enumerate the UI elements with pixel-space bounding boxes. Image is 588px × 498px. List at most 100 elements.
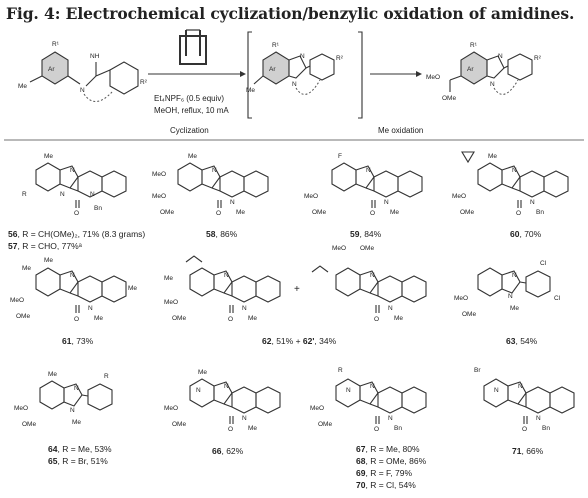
- svg-text:O: O: [216, 210, 221, 217]
- svg-text:Me: Me: [236, 209, 245, 216]
- svg-text:Me: Me: [248, 315, 257, 322]
- conditions-line1: Et₄NPF₆ (0.5 equiv): [154, 94, 225, 103]
- svg-text:N: N: [508, 293, 513, 300]
- svg-text:Cl: Cl: [540, 260, 547, 267]
- svg-text:Cl: Cl: [554, 295, 561, 302]
- svg-text:N: N: [74, 385, 79, 392]
- svg-text:OMe: OMe: [360, 245, 374, 252]
- svg-text:OMe: OMe: [22, 421, 36, 428]
- svg-text:N: N: [70, 272, 75, 279]
- atom-n: N: [80, 87, 85, 94]
- svg-text:N: N: [300, 53, 305, 60]
- svg-text:MeO: MeO: [310, 405, 324, 412]
- svg-text:N: N: [388, 415, 393, 422]
- svg-text:Me: Me: [390, 209, 399, 216]
- svg-text:R¹: R¹: [272, 42, 280, 49]
- svg-text:Br: Br: [474, 367, 481, 374]
- svg-text:O: O: [74, 210, 79, 217]
- svg-text:OMe: OMe: [462, 311, 476, 318]
- label-64: 64, R = Me, 53%: [48, 444, 112, 454]
- svg-text:O: O: [228, 316, 233, 323]
- substrate-structure: Ar R¹ Me N NH R²: [18, 41, 148, 102]
- svg-text:Bn: Bn: [94, 205, 102, 212]
- svg-text:Me: Me: [198, 369, 207, 376]
- svg-text:N: N: [366, 167, 371, 174]
- svg-text:Me: Me: [510, 305, 519, 312]
- svg-text:Me: Me: [48, 371, 57, 378]
- svg-text:N: N: [60, 191, 65, 198]
- label-65: 65, R = Br, 51%: [48, 456, 108, 466]
- svg-text:OMe: OMe: [160, 209, 174, 216]
- svg-text:R: R: [104, 373, 109, 380]
- svg-text:O: O: [370, 210, 375, 217]
- svg-text:Me: Me: [22, 265, 31, 272]
- structure-61: Me Me MeO OMe N N O Me Me: [10, 257, 137, 323]
- svg-text:O: O: [228, 426, 233, 433]
- atom-nh: NH: [90, 53, 100, 60]
- atom-me: Me: [18, 83, 27, 90]
- svg-text:MeO: MeO: [454, 295, 468, 302]
- svg-text:Me: Me: [246, 87, 255, 94]
- svg-text:Ar: Ar: [467, 66, 474, 73]
- svg-text:N: N: [518, 383, 523, 390]
- svg-text:N: N: [370, 383, 375, 390]
- svg-text:O: O: [374, 316, 379, 323]
- svg-text:R: R: [338, 367, 343, 374]
- svg-text:Me: Me: [128, 285, 137, 292]
- atom-r1: R¹: [52, 41, 60, 48]
- svg-text:N: N: [530, 199, 535, 206]
- svg-text:OMe: OMe: [172, 315, 186, 322]
- label-62: 62, 51% + 62', 34%: [262, 336, 337, 346]
- svg-text:MeO: MeO: [452, 193, 466, 200]
- svg-text:Me: Me: [164, 275, 173, 282]
- svg-text:MeO: MeO: [332, 245, 346, 252]
- svg-text:N: N: [498, 53, 503, 60]
- label-60: 60, 70%: [510, 229, 542, 239]
- svg-text:N: N: [70, 167, 75, 174]
- structure-59: F MeO OMe N N O Me: [304, 153, 423, 217]
- label-69: 69, R = F, 79%: [356, 468, 413, 478]
- svg-text:MeO: MeO: [164, 405, 178, 412]
- svg-text:N: N: [70, 407, 75, 414]
- svg-text:Bn: Bn: [536, 209, 544, 216]
- label-56: 56, R = CH(OMe)₂, 71% (8.3 grams): [8, 229, 146, 239]
- label-63: 63, 54%: [506, 336, 538, 346]
- svg-text:MeO: MeO: [10, 297, 24, 304]
- label-59: 59, 84%: [350, 229, 382, 239]
- structure-62-prime: MeO OMe N N O Me: [311, 245, 427, 323]
- svg-text:N: N: [242, 305, 247, 312]
- structure-60: Me MeO OMe N N O Bn: [452, 151, 569, 217]
- svg-text:O: O: [522, 426, 527, 433]
- structure-67-70: R N MeO OMe N N O Bn: [310, 367, 427, 433]
- svg-text:Me: Me: [44, 257, 53, 264]
- svg-text:OMe: OMe: [312, 209, 326, 216]
- svg-text:Ar: Ar: [269, 66, 276, 73]
- svg-text:N: N: [292, 81, 297, 88]
- svg-text:N: N: [490, 81, 495, 88]
- plus-sign: +: [294, 284, 300, 295]
- svg-text:Me: Me: [394, 315, 403, 322]
- svg-text:N: N: [370, 272, 375, 279]
- structure-62: Me MeO OMe N N O Me: [164, 255, 281, 323]
- structure-66: Me N MeO OMe N N O Me: [164, 369, 281, 433]
- svg-text:MeO: MeO: [426, 74, 440, 81]
- atom-r2: R²: [140, 79, 148, 86]
- svg-text:Me: Me: [248, 425, 257, 432]
- svg-text:R: R: [22, 191, 27, 198]
- oxidation-label: Me oxidation: [378, 126, 424, 135]
- svg-text:N: N: [212, 167, 217, 174]
- svg-text:OMe: OMe: [442, 95, 456, 102]
- svg-text:N: N: [536, 415, 541, 422]
- svg-text:Me: Me: [488, 153, 497, 160]
- svg-text:O: O: [74, 316, 79, 323]
- svg-text:N: N: [224, 383, 229, 390]
- svg-text:Me: Me: [44, 153, 53, 160]
- svg-text:Me: Me: [188, 153, 197, 160]
- svg-text:Bn: Bn: [394, 425, 402, 432]
- svg-text:OMe: OMe: [460, 209, 474, 216]
- svg-text:N: N: [224, 272, 229, 279]
- conditions-line2: MeOH, reflux, 10 mA: [154, 106, 229, 115]
- label-67: 67, R = Me, 80%: [356, 444, 420, 454]
- svg-text:N: N: [384, 199, 389, 206]
